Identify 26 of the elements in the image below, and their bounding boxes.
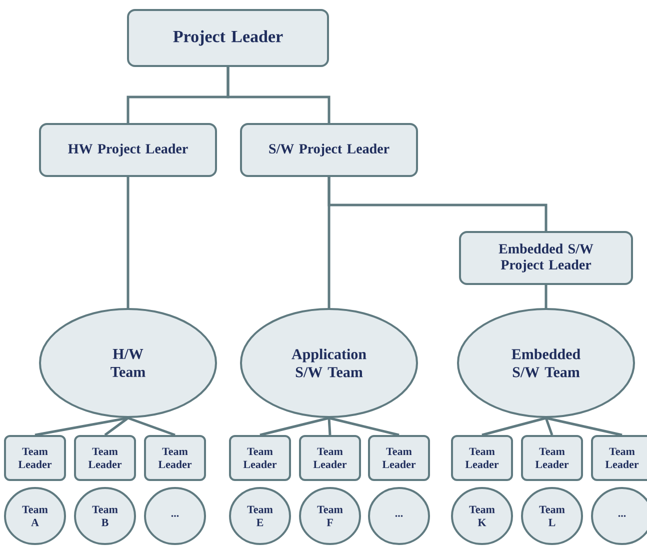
- connector-line: [126, 177, 130, 308]
- connector-line: [226, 67, 330, 123]
- team-leader-box: Team Leader: [144, 435, 206, 481]
- connector-line: [482, 416, 546, 436]
- team-leader-box: Team Leader: [229, 435, 291, 481]
- team-leader-box: Team Leader: [591, 435, 647, 481]
- team-leader-box: Team Leader: [299, 435, 361, 481]
- team-leader-box: Team Leader: [521, 435, 583, 481]
- team-leader-box: Team Leader: [368, 435, 430, 481]
- connector-line: [260, 416, 330, 436]
- connector-line: [128, 416, 176, 436]
- role-box: Embedded S/W Project Leader: [459, 231, 633, 285]
- connector-line: [328, 418, 332, 436]
- connector-line: [328, 177, 548, 231]
- role-box: Project Leader: [127, 9, 329, 67]
- team-leader-box: Team Leader: [74, 435, 136, 481]
- connector-line: [328, 416, 400, 436]
- connector-line: [546, 416, 622, 436]
- role-box: S/W Project Leader: [240, 123, 418, 177]
- connector-line: [544, 418, 554, 436]
- team-leader-box: Team Leader: [451, 435, 513, 481]
- connector-line: [544, 285, 548, 308]
- connector-line: [104, 417, 129, 436]
- role-box: HW Project Leader: [39, 123, 217, 177]
- team-leader-box: Team Leader: [4, 435, 66, 481]
- connector-line: [34, 416, 128, 436]
